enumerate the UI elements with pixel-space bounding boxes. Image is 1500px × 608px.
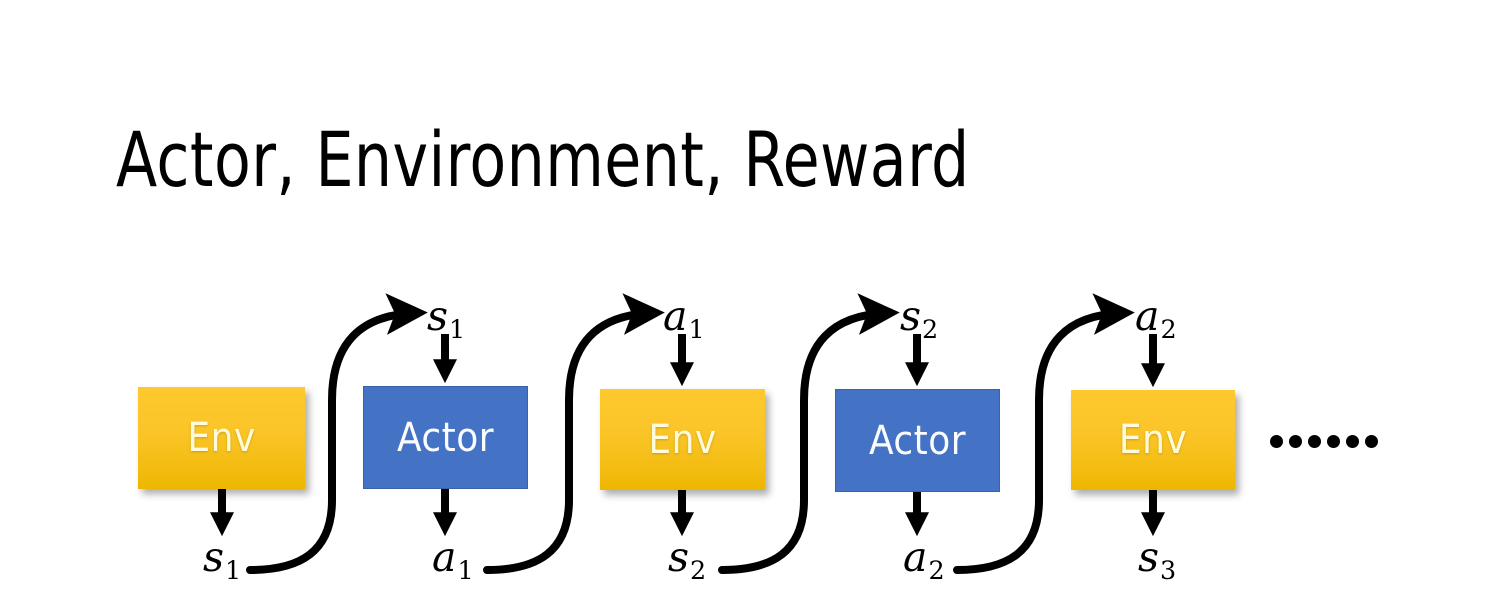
ellipsis-dot bbox=[1289, 435, 1302, 448]
ellipsis-dot bbox=[1270, 435, 1283, 448]
math-base: s bbox=[668, 533, 690, 581]
math-subscript: 1 bbox=[457, 554, 474, 585]
math-subscript: 2 bbox=[922, 313, 939, 344]
math-label-top-s1: s1 bbox=[427, 296, 465, 350]
math-subscript: 2 bbox=[1160, 313, 1177, 344]
math-label-top-a2: a2 bbox=[1135, 296, 1177, 350]
math-subscript: 3 bbox=[1160, 554, 1177, 585]
page-title: Actor, Environment, Reward bbox=[116, 115, 970, 204]
math-label-top-a1: a1 bbox=[663, 296, 705, 350]
math-base: s bbox=[1138, 533, 1160, 581]
connector-curve-a2-to-env3 bbox=[953, 293, 1135, 574]
math-base: s bbox=[427, 292, 449, 340]
math-base: a bbox=[1135, 292, 1160, 340]
math-subscript: 1 bbox=[225, 554, 242, 585]
connector-curve-s2-to-actor2 bbox=[718, 293, 900, 574]
node-label: Env bbox=[648, 416, 717, 463]
math-subscript: 1 bbox=[688, 313, 705, 344]
math-base: s bbox=[900, 292, 922, 340]
node-actor2[interactable]: Actor bbox=[835, 389, 1000, 492]
node-label: Actor bbox=[868, 417, 967, 464]
node-label: Actor bbox=[396, 414, 495, 461]
math-label-bot-a1: a1 bbox=[432, 537, 474, 591]
node-env1[interactable]: Env bbox=[138, 387, 305, 489]
feedback-curves bbox=[246, 293, 1135, 574]
math-label-bot-s3: s3 bbox=[1138, 537, 1176, 591]
ellipsis-dot bbox=[1346, 435, 1359, 448]
math-base: s bbox=[203, 533, 225, 581]
math-base: a bbox=[432, 533, 457, 581]
node-env3[interactable]: Env bbox=[1071, 390, 1235, 490]
ellipsis-dot bbox=[1308, 435, 1321, 448]
ellipsis-dot bbox=[1327, 435, 1340, 448]
ellipsis-dot bbox=[1365, 435, 1378, 448]
continuation-ellipsis bbox=[1270, 435, 1378, 448]
node-label: Env bbox=[187, 415, 256, 461]
math-label-bot-s2: s2 bbox=[668, 537, 706, 591]
connector-curve-a1-to-env2 bbox=[483, 293, 665, 574]
math-label-bot-a2: a2 bbox=[903, 537, 945, 591]
vertical-arrows bbox=[210, 334, 1165, 537]
node-env2[interactable]: Env bbox=[600, 389, 765, 490]
connector-curve-s1-to-actor1 bbox=[246, 293, 428, 574]
node-label: Env bbox=[1118, 417, 1188, 463]
math-base: a bbox=[903, 533, 928, 581]
math-subscript: 2 bbox=[690, 554, 707, 585]
math-base: a bbox=[663, 292, 688, 340]
math-subscript: 1 bbox=[449, 313, 466, 344]
node-actor1[interactable]: Actor bbox=[363, 386, 528, 489]
math-label-bot-s1: s1 bbox=[203, 537, 241, 591]
math-label-top-s2: s2 bbox=[900, 296, 938, 350]
math-subscript: 2 bbox=[928, 554, 945, 585]
